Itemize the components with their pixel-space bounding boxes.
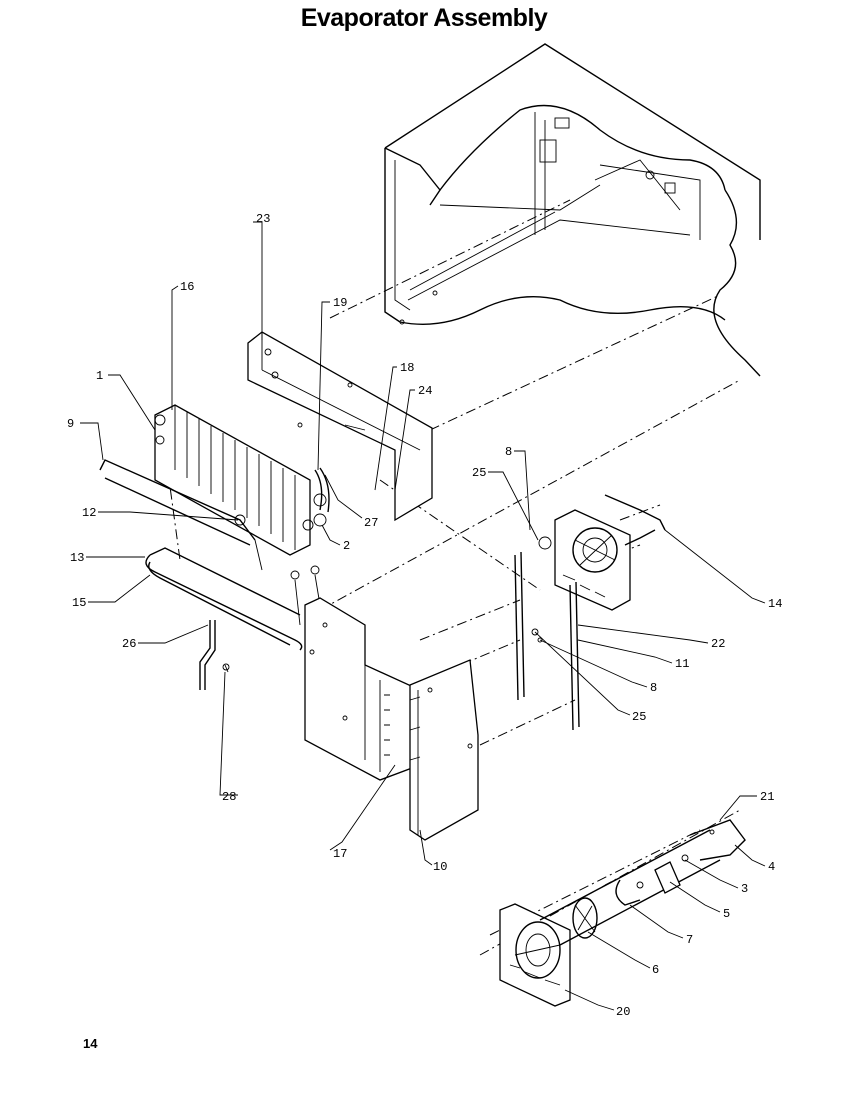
- front-panel-10: [409, 659, 479, 841]
- callout-24: 24: [418, 384, 432, 398]
- callout-16: 16: [180, 280, 194, 294]
- callout-13: 13: [70, 551, 84, 565]
- projection-lines: [164, 199, 741, 956]
- callout-7: 7: [686, 933, 693, 947]
- support-rails: [514, 551, 580, 731]
- wire-harness-26: [204, 620, 216, 690]
- callout-23: 23: [256, 212, 270, 226]
- callout-12: 12: [82, 506, 96, 520]
- callout-26: 26: [122, 637, 136, 651]
- callout-27: 27: [364, 516, 378, 530]
- callout-15: 15: [72, 596, 86, 610]
- callout-4: 4: [768, 860, 775, 874]
- callout-21: 21: [760, 790, 774, 804]
- callout-22: 22: [711, 637, 725, 651]
- callout-6: 6: [652, 963, 659, 977]
- fan-motor-bracket: [538, 494, 666, 611]
- callout-1: 1: [96, 369, 103, 383]
- evaporator-cover: [247, 331, 433, 522]
- callout-14: 14: [768, 597, 782, 611]
- callout-labels: 23 16 19 18 24 1 9 27 2 12 13 15 26 28 1…: [67, 212, 782, 1019]
- callout-9: 9: [67, 417, 74, 431]
- evaporator-coil: [154, 404, 330, 556]
- diagram-title: Evaporator Assembly: [300, 4, 548, 32]
- callout-17: 17: [333, 847, 347, 861]
- callout-11: 11: [675, 657, 689, 671]
- callout-8-upper: 8: [505, 445, 512, 459]
- callout-19: 19: [333, 296, 347, 310]
- callout-2: 2: [343, 539, 350, 553]
- callout-25-lower: 25: [632, 710, 646, 724]
- rear-panel-17: [304, 597, 421, 781]
- callout-20: 20: [616, 1005, 630, 1019]
- callout-25-upper: 25: [472, 466, 486, 480]
- callout-18: 18: [400, 361, 414, 375]
- callout-10: 10: [433, 860, 447, 874]
- tube-9: [99, 459, 256, 541]
- callout-28: 28: [222, 790, 236, 804]
- cabinet-liner: [384, 43, 761, 377]
- fan-assembly: [499, 819, 746, 1007]
- callout-3: 3: [741, 882, 748, 896]
- callout-8-lower: 8: [650, 681, 657, 695]
- defrost-heater: [145, 547, 303, 651]
- page-number: 14: [83, 1036, 98, 1051]
- leader-lines: [80, 221, 766, 1011]
- callout-5: 5: [723, 907, 730, 921]
